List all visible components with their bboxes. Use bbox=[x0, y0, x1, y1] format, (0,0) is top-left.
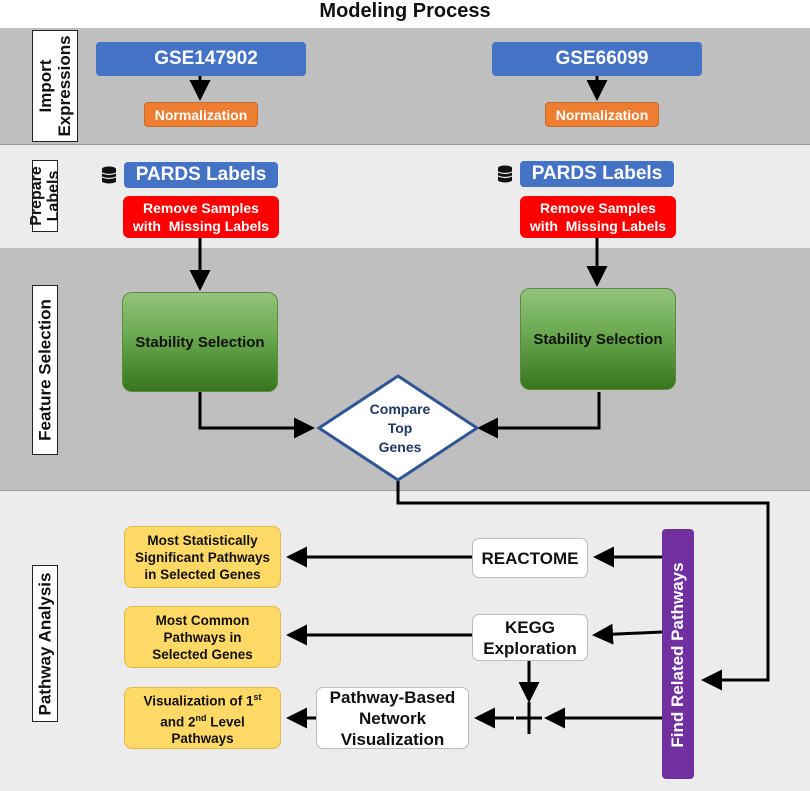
out2-line3: Selected Genes bbox=[152, 646, 253, 662]
out1-line3: in Selected Genes bbox=[144, 566, 261, 582]
database-icon bbox=[101, 166, 117, 185]
side-label-pathway: Pathway Analysis bbox=[32, 565, 58, 722]
remove-left-line2: with Missing Labels bbox=[132, 218, 270, 234]
out1-line2: Significant Pathways bbox=[134, 549, 271, 565]
kegg-line2: Exploration bbox=[483, 638, 577, 658]
dataset-box-right: GSE66099 bbox=[492, 42, 702, 76]
remove-right-line1: Remove Samples bbox=[540, 200, 656, 216]
out2-line1: Most Common bbox=[155, 612, 250, 628]
remove-left-line1: Remove Samples bbox=[143, 200, 259, 216]
out3-line2-sup: nd bbox=[195, 712, 207, 723]
kegg-exploration-box: KEGG Exploration bbox=[472, 614, 588, 661]
find-related-pathways-box bbox=[662, 529, 694, 779]
remove-right-line2: with Missing Labels bbox=[529, 218, 667, 234]
network-line2: Network bbox=[358, 708, 427, 728]
pards-labels-box-left: PARDS Labels bbox=[124, 162, 278, 188]
reactome-box: REACTOME bbox=[472, 538, 588, 578]
remove-samples-box-right: Remove Samples with Missing Labels bbox=[520, 196, 676, 238]
out3-line1-sup: st bbox=[253, 692, 262, 702]
compare-line3: Genes bbox=[378, 439, 422, 455]
network-line1: Pathway-Based bbox=[329, 687, 456, 707]
normalization-box-left: Normalization bbox=[144, 102, 258, 127]
compare-top-genes-label: Compare Top Genes bbox=[360, 400, 440, 457]
network-line3: Visualization bbox=[340, 729, 445, 749]
database-icon bbox=[497, 165, 513, 184]
out1-line1: Most Statistically bbox=[147, 532, 258, 548]
kegg-line1: KEGG bbox=[504, 617, 556, 637]
plus-icon bbox=[516, 702, 542, 734]
out3-line2b: Level bbox=[206, 714, 245, 729]
dataset-right-label: GSE66099 bbox=[555, 48, 649, 69]
output-common-pathways: Most Common Pathways in Selected Genes bbox=[124, 606, 281, 668]
network-visualization-box: Pathway-Based Network Visualization bbox=[316, 687, 469, 749]
remove-samples-box-left: Remove Samples with Missing Labels bbox=[123, 196, 279, 238]
find-related-pathways-label: Find Related Pathways bbox=[668, 562, 687, 748]
compare-diamond bbox=[316, 374, 480, 482]
side-label-feature: Feature Selection bbox=[32, 285, 58, 455]
pards-labels-box-right: PARDS Labels bbox=[520, 161, 674, 187]
output-visualization-levels: Visualization of 1st and 2nd Level Pathw… bbox=[124, 687, 281, 749]
compare-line2: Top bbox=[387, 420, 413, 436]
normalization-box-right: Normalization bbox=[545, 102, 659, 127]
diagram-title: Modeling Process bbox=[319, 0, 491, 22]
out3-line1a: Visualization of 1 bbox=[143, 693, 254, 709]
compare-line1: Compare bbox=[369, 401, 431, 417]
out2-line2: Pathways in bbox=[163, 629, 242, 645]
output-significant-pathways: Most Statistically Significant Pathways … bbox=[124, 526, 281, 588]
out3-line3: Pathways bbox=[171, 731, 234, 746]
stability-selection-box-left: Stability Selection bbox=[122, 292, 278, 392]
out3-line2a: and 2 bbox=[160, 714, 196, 729]
dataset-box-left: GSE147902 bbox=[96, 42, 306, 76]
dataset-left-label: GSE147902 bbox=[154, 48, 258, 69]
stability-selection-box-right: Stability Selection bbox=[520, 288, 676, 390]
